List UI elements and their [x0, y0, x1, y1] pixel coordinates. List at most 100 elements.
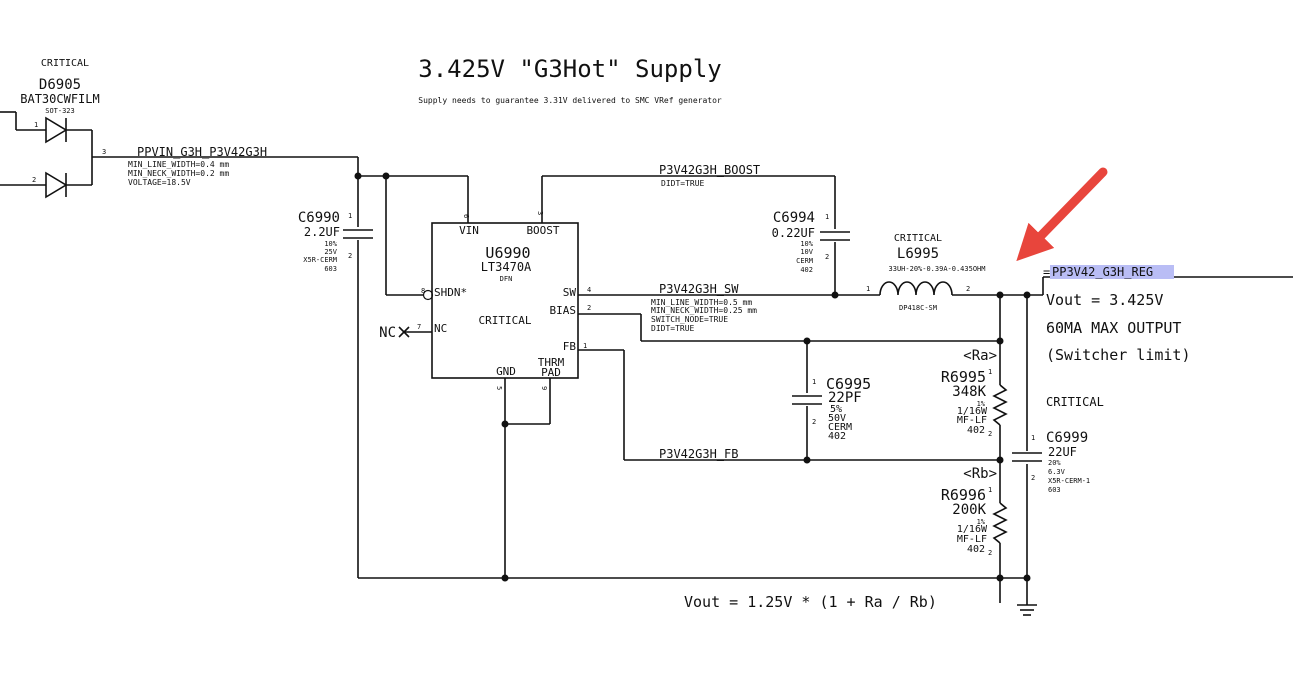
r6996-value: 200K [952, 502, 986, 518]
c6990-value: 2.2UF [304, 225, 340, 239]
diode-d6905: CRITICAL D6905 BAT30CWFILM SOT-323 1 2 3 [0, 58, 358, 199]
r6996-ref: R6996 [941, 486, 986, 504]
capacitor-c6999: CRITICAL C6999 22UF 20% 6.3V X5R-CERM-1 … [1012, 395, 1104, 494]
shdn-inversion-bubble [422, 289, 434, 301]
formula: Vout = 1.25V * (1 + Ra / Rb) [684, 593, 937, 611]
r6995-pin1: 1 [988, 368, 992, 376]
output-note: Vout = 3.425V [1046, 291, 1163, 309]
ground-icon [1017, 604, 1037, 616]
capacitor-c6994: C6994 0.22UF 10% 10V CERM 402 1 2 [772, 210, 850, 274]
c6994-value: 0.22UF [772, 226, 815, 240]
u6990-pin-fb: FB [563, 340, 577, 353]
d6905-pin3: 3 [102, 148, 106, 156]
capacitor-c6995: C6995 22PF 5% 50V CERM 402 1 2 [792, 375, 871, 442]
c6995-prop: 5% [830, 404, 842, 415]
resistor-r6996: <Rb> R6996 200K 1% 1/16W MF-LF 402 1 2 [941, 466, 997, 557]
r6995-prop: MF-LF [957, 415, 987, 426]
r6995-ref: R6995 [941, 368, 986, 386]
u6990-pin-thrm: THRM [538, 356, 565, 369]
u6990-pin-nc: NC [434, 322, 447, 335]
c6999-prop: 6.3V [1048, 468, 1066, 476]
net-boost: P3V42G3H_BOOST [659, 163, 760, 177]
c6990-prop: 10% [324, 240, 337, 248]
d6905-package: SOT-323 [45, 107, 75, 115]
r6996-prop: 1% [977, 518, 986, 526]
c6995-pin2: 2 [812, 418, 816, 426]
c6999-ref: C6999 [1046, 430, 1088, 446]
u6990-pin-boost: BOOST [526, 224, 559, 237]
r6995-tag: <Ra> [963, 348, 997, 364]
c6995-ref: C6995 [826, 375, 871, 393]
annotation-arrow-icon [1016, 167, 1108, 262]
net-sw: P3V42G3H_SW [659, 282, 739, 296]
c6990-prop: 603 [324, 265, 337, 273]
u6990-pin-vin: VIN [459, 224, 479, 237]
u6990-ref: U6990 [485, 244, 530, 262]
page-title: 3.425V "G3Hot" Supply [418, 55, 721, 83]
u6990-pin-shdn: SHDN* [434, 286, 467, 299]
output-net-prefix: = [1043, 265, 1050, 279]
r6996-tag: <Rb> [963, 466, 997, 482]
net-ppvin-prop: MIN_NECK_WIDTH=0.2 mm [128, 169, 229, 178]
u6990-pin-number: 2 [587, 304, 591, 312]
r6996-prop: 1/16W [957, 524, 988, 535]
r6996-prop: MF-LF [957, 534, 987, 545]
c6995-prop: CERM [828, 422, 852, 433]
d6905-pin2: 2 [32, 176, 36, 184]
c6999-value: 22UF [1048, 445, 1077, 459]
r6996-prop: 402 [967, 544, 985, 555]
l6995-pin1: 1 [866, 285, 870, 293]
u6990-pin-number: 9 [540, 386, 548, 390]
u6990-pin-sw: SW [563, 286, 577, 299]
u6990-pin-number: 6 [462, 214, 470, 218]
page-subtitle: Supply needs to guarantee 3.31V delivere… [418, 96, 722, 105]
inductor-l6995: CRITICAL L6995 33UH-20%-0.39A-0.435OHM D… [866, 233, 1043, 312]
d6905-part: BAT30CWFILM [20, 92, 99, 106]
net-sw-prop: MIN_LINE_WIDTH=0.5 mm [651, 298, 752, 307]
d6905-ref: D6905 [39, 77, 81, 93]
net-fb: P3V42G3H_FB [659, 447, 738, 461]
d6905-critical: CRITICAL [41, 58, 89, 69]
c6995-prop: 402 [828, 431, 846, 442]
c6994-prop: 402 [800, 266, 813, 274]
c6994-ref: C6994 [773, 210, 815, 226]
u6990-pin-number: 7 [417, 323, 421, 331]
output-net-highlight [1050, 265, 1174, 279]
c6990-prop: X5R-CERM [303, 256, 337, 264]
r6995-prop: 402 [967, 425, 985, 436]
c6990-pin1: 1 [348, 212, 352, 220]
ic-u6990: U6990 LT3470A DFN CRITICAL VIN BOOST SHD… [417, 211, 591, 390]
c6999-critical: CRITICAL [1046, 395, 1104, 409]
capacitor-c6990: C6990 2.2UF 10% 25V X5R-CERM 603 1 2 [298, 210, 373, 273]
nc-label: NC [379, 325, 396, 341]
net-ppvin: PPVIN_G3H_P3V42G3H [137, 145, 267, 159]
c6994-pin2: 2 [825, 253, 829, 261]
u6990-pin-gnd: GND [496, 365, 516, 378]
net-sw-prop: DIDT=TRUE [651, 324, 695, 333]
r6995-prop: 1/16W [957, 406, 988, 417]
c6995-value: 22PF [828, 390, 862, 406]
c6995-pin1: 1 [812, 378, 816, 386]
c6994-pin1: 1 [825, 213, 829, 221]
u6990-critical: CRITICAL [479, 314, 532, 327]
r6995-prop: 1% [977, 400, 986, 408]
u6990-pin-number: 5 [495, 386, 503, 390]
resistor-r6995: <Ra> R6995 348K 1% 1/16W MF-LF 402 1 2 [941, 348, 997, 438]
c6999-prop: X5R-CERM-1 [1048, 477, 1090, 485]
c6995-prop: 50V [828, 413, 846, 424]
u6990-pin-number: 4 [587, 286, 591, 294]
u6990-pin-number: 1 [583, 342, 587, 350]
l6995-package: DP418C-SM [899, 304, 937, 312]
r6995-value: 348K [952, 384, 986, 400]
net-sw-prop: MIN_NECK_WIDTH=0.25 mm [651, 306, 757, 315]
c6999-pin2: 2 [1031, 474, 1035, 482]
net-sw-prop: SWITCH_NODE=TRUE [651, 315, 728, 324]
c6994-prop: 10% [800, 240, 813, 248]
l6995-ref: L6995 [897, 246, 939, 262]
u6990-pin-pad: PAD [541, 366, 561, 379]
r6995-pin2: 2 [988, 430, 992, 438]
c6990-prop: 25V [324, 248, 337, 256]
net-ppvin-prop: VOLTAGE=18.5V [128, 178, 191, 187]
r6996-pin1: 1 [988, 486, 992, 494]
u6990-pin-number: 8 [421, 287, 425, 295]
